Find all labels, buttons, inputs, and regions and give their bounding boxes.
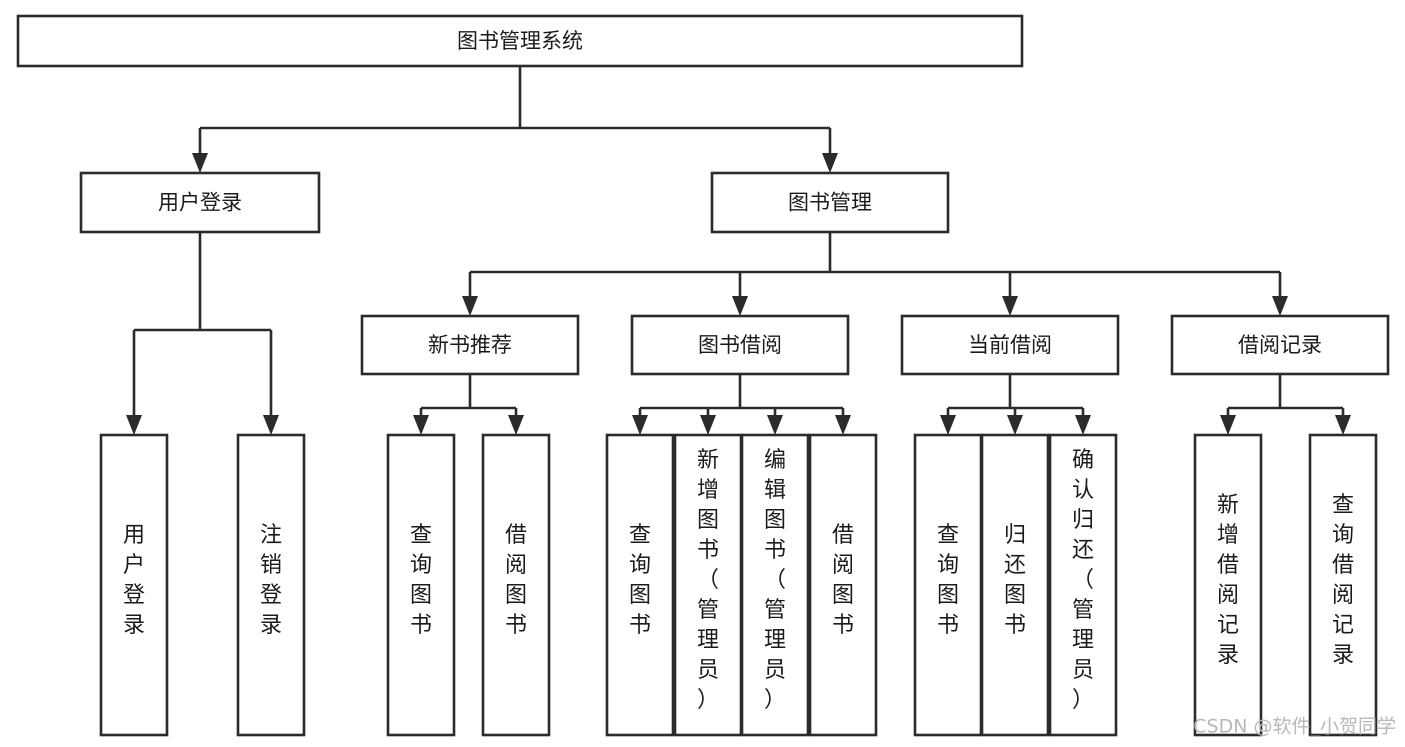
node-book-borrow[interactable]: 图书借阅 <box>630 314 850 376</box>
node-label-leaf-user-logout: 注销登录 <box>260 523 282 638</box>
book-borrow-to-leaves-arrow-0 <box>632 415 648 435</box>
node-label-book-manage: 图书管理 <box>788 191 872 215</box>
book-manage-to-level3-arrow-3 <box>1272 296 1288 316</box>
current-borrow-to-leaves-arrow-0 <box>940 415 956 435</box>
node-current-borrow[interactable]: 当前借阅 <box>900 314 1120 376</box>
node-label-leaf-confirm-return: 确认归还（管理员） <box>1072 448 1094 713</box>
node-label-leaf-query-book-1: 查询图书 <box>410 523 432 638</box>
node-box-book-manage <box>710 171 950 234</box>
node-leaf-borrow-book-2[interactable]: 借阅图书 <box>808 433 878 737</box>
node-label-leaf-query-record: 查询借阅记录 <box>1332 493 1354 668</box>
node-leaf-add-book[interactable]: 新增图书（管理员） <box>673 433 743 737</box>
node-box-leaf-query-book-1 <box>386 433 456 737</box>
node-box-leaf-query-book-2 <box>605 433 675 737</box>
node-new-book-rec[interactable]: 新书推荐 <box>360 314 580 376</box>
book-borrow-to-leaves-arrow-2 <box>767 415 783 435</box>
node-leaf-borrow-book-1[interactable]: 借阅图书 <box>481 433 551 737</box>
root-to-level2-arrow-1 <box>822 153 838 173</box>
csdn-watermark: CSDN @软件_小贺同学 <box>1193 716 1396 738</box>
book-manage-to-level3-arrow-2 <box>1002 296 1018 316</box>
node-box-leaf-borrow-book-2 <box>808 433 878 737</box>
node-box-leaf-add-record <box>1193 433 1263 737</box>
node-label-borrow-record: 借阅记录 <box>1238 333 1322 357</box>
node-box-leaf-user-logout <box>236 433 306 737</box>
node-leaf-confirm-return[interactable]: 确认归还（管理员） <box>1048 433 1118 737</box>
node-label-leaf-return-book: 归还图书 <box>1004 523 1026 638</box>
current-borrow-to-leaves-arrow-1 <box>1007 415 1023 435</box>
node-leaf-edit-book[interactable]: 编辑图书（管理员） <box>740 433 810 737</box>
node-box-leaf-confirm-return <box>1048 433 1118 737</box>
node-box-leaf-user-login <box>99 433 169 737</box>
node-label-new-book-rec: 新书推荐 <box>428 333 512 357</box>
node-box-user-login <box>79 171 321 234</box>
node-label-root: 图书管理系统 <box>457 29 583 53</box>
borrow-record-to-leaves-arrow-0 <box>1220 415 1236 435</box>
node-leaf-query-book-2[interactable]: 查询图书 <box>605 433 675 737</box>
node-label-current-borrow: 当前借阅 <box>968 333 1052 357</box>
node-label-leaf-add-record: 新增借阅记录 <box>1217 493 1239 668</box>
node-layer: 图书管理系统用户登录图书管理新书推荐图书借阅当前借阅借阅记录用户登录注销登录查询… <box>16 14 1390 737</box>
node-leaf-query-book-3[interactable]: 查询图书 <box>913 433 983 737</box>
connector-layer <box>126 66 1351 435</box>
node-label-leaf-borrow-book-1: 借阅图书 <box>505 523 527 638</box>
node-root[interactable]: 图书管理系统 <box>16 14 1024 68</box>
node-book-manage[interactable]: 图书管理 <box>710 171 950 234</box>
new-book-rec-to-leaves-arrow-1 <box>508 415 524 435</box>
book-borrow-to-leaves-arrow-1 <box>700 415 716 435</box>
node-label-leaf-borrow-book-2: 借阅图书 <box>832 523 854 638</box>
current-borrow-to-leaves-arrow-2 <box>1075 415 1091 435</box>
node-label-leaf-query-book-3: 查询图书 <box>937 523 959 638</box>
node-label-leaf-query-book-2: 查询图书 <box>629 523 651 638</box>
node-label-book-borrow: 图书借阅 <box>698 333 782 357</box>
node-label-user-login: 用户登录 <box>158 191 242 215</box>
node-leaf-query-record[interactable]: 查询借阅记录 <box>1308 433 1378 737</box>
node-box-leaf-query-book-3 <box>913 433 983 737</box>
node-box-new-book-rec <box>360 314 580 376</box>
book-borrow-to-leaves-arrow-3 <box>835 415 851 435</box>
root-to-level2-arrow-0 <box>192 153 208 173</box>
node-leaf-return-book[interactable]: 归还图书 <box>980 433 1050 737</box>
node-label-leaf-user-login: 用户登录 <box>123 523 145 638</box>
node-box-borrow-record <box>1170 314 1390 376</box>
node-leaf-add-record[interactable]: 新增借阅记录 <box>1193 433 1263 737</box>
node-box-book-borrow <box>630 314 850 376</box>
node-box-leaf-add-book <box>673 433 743 737</box>
node-box-leaf-borrow-book-1 <box>481 433 551 737</box>
node-leaf-user-login[interactable]: 用户登录 <box>99 433 169 737</box>
node-box-current-borrow <box>900 314 1120 376</box>
node-leaf-user-logout[interactable]: 注销登录 <box>236 433 306 737</box>
node-box-root <box>16 14 1024 68</box>
new-book-rec-to-leaves-arrow-0 <box>413 415 429 435</box>
node-user-login[interactable]: 用户登录 <box>79 171 321 234</box>
node-box-leaf-edit-book <box>740 433 810 737</box>
user-login-to-leaves-arrow-1 <box>263 415 279 435</box>
node-box-leaf-return-book <box>980 433 1050 737</box>
book-manage-to-level3-arrow-0 <box>462 296 478 316</box>
borrow-record-to-leaves-arrow-1 <box>1335 415 1351 435</box>
user-login-to-leaves-arrow-0 <box>126 415 142 435</box>
node-label-leaf-add-book: 新增图书（管理员） <box>697 448 719 713</box>
node-leaf-query-book-1[interactable]: 查询图书 <box>386 433 456 737</box>
node-label-leaf-edit-book: 编辑图书（管理员） <box>764 448 786 713</box>
book-manage-to-level3-arrow-1 <box>732 296 748 316</box>
node-borrow-record[interactable]: 借阅记录 <box>1170 314 1390 376</box>
node-box-leaf-query-record <box>1308 433 1378 737</box>
